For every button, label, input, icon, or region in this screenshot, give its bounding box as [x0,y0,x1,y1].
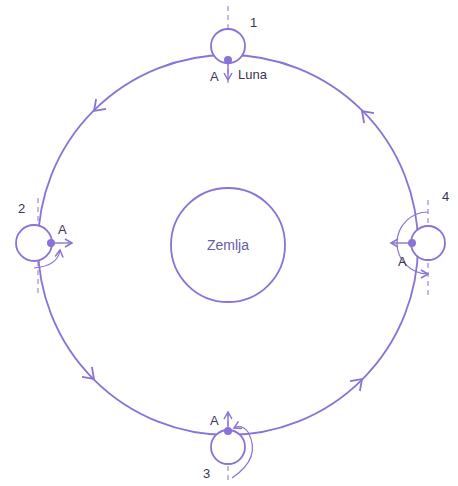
point-label: A [398,255,407,268]
moon-circle [411,226,445,260]
orbit-circle [38,55,418,435]
callout-number: 3 [203,467,210,480]
moon-label: Luna [238,68,267,81]
moon-circle [16,225,52,261]
orbit-arrow [82,367,99,384]
point-label: A [58,223,67,236]
rotation-arc [232,427,252,478]
orbit-arrow [350,374,367,391]
direction-arrow [51,242,72,243]
callout-number: 1 [250,16,257,29]
rotation-arc [397,212,428,274]
rotation-arc [34,250,60,268]
moon-circle [211,430,245,464]
direction-arrow [227,60,228,80]
moon-circle [211,29,245,63]
callout-number: 2 [18,202,25,215]
point-label: A [210,70,219,83]
direction-arrow [391,242,412,243]
direction-arrow [227,412,228,431]
orbit-arrow [357,106,374,123]
point-label: A [210,414,219,427]
callout-number: 4 [442,190,449,203]
node-text: Zemlja [207,237,249,253]
orbit-arrow [89,99,106,116]
earth-circle: Zemlja [170,187,286,303]
